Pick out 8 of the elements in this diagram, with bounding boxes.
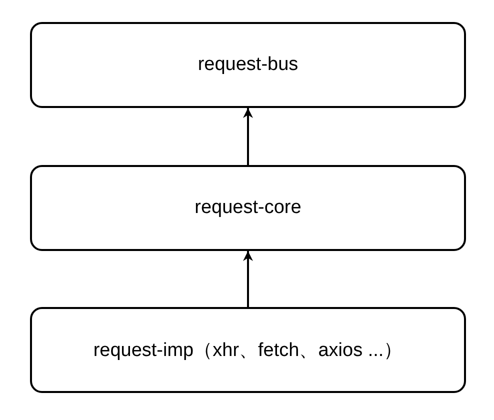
arrow (243, 251, 253, 307)
process-box (30, 307, 466, 393)
process-box (30, 22, 466, 108)
box-label: request-bus (198, 54, 298, 76)
box-label: request-core (194, 197, 302, 219)
arrow (243, 108, 253, 165)
process-box (30, 165, 466, 251)
box-label: request-imp（xhr、fetch、axios ...） (93, 339, 403, 363)
